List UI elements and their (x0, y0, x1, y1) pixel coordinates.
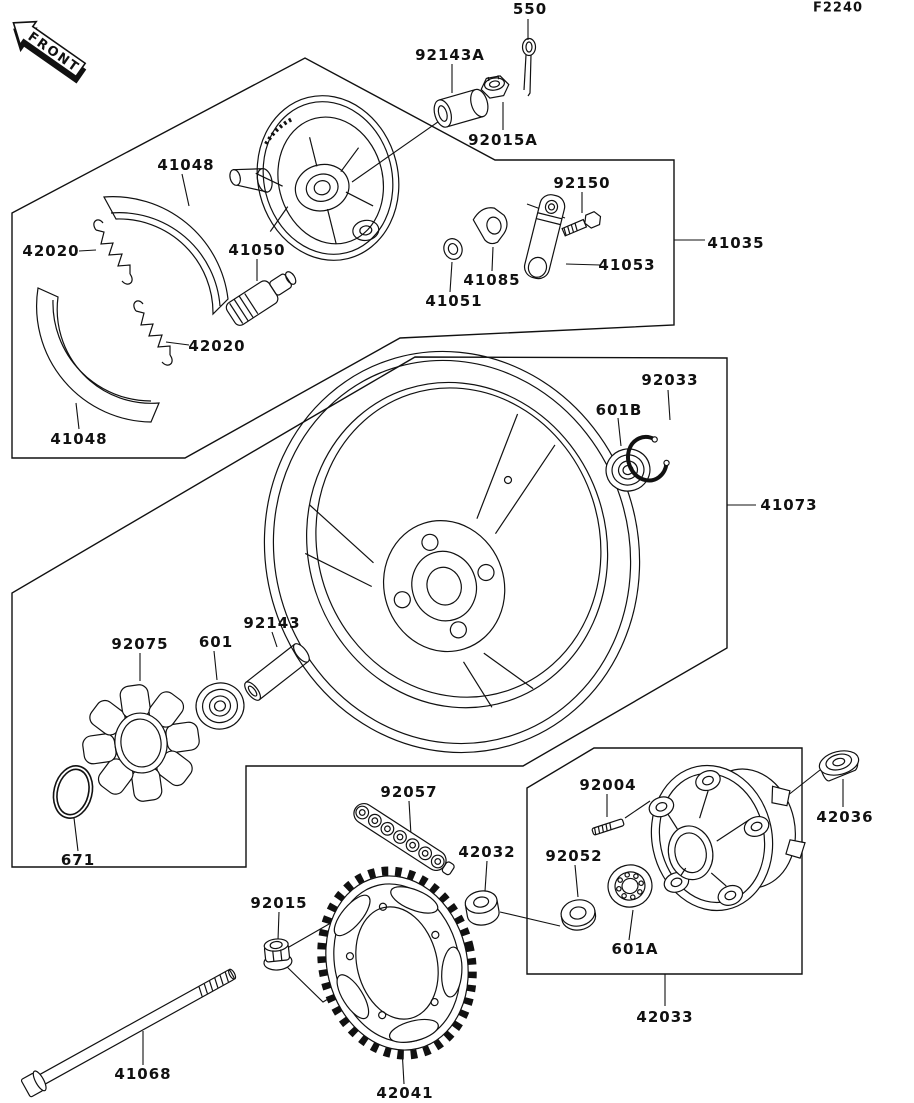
chain-drawing (353, 802, 455, 876)
part-label-41050: 41050 (228, 241, 286, 259)
leader-lines (73, 19, 844, 1085)
hub-drawing (648, 764, 806, 912)
collar-92143-drawing (244, 643, 310, 701)
brake-shoe-top-drawing (103, 196, 229, 316)
part-label-41073: 41073 (760, 496, 818, 514)
part-label-92052: 92052 (545, 847, 603, 865)
bearing-601-drawing (195, 682, 245, 730)
part-label-92143a: 92143A (415, 46, 485, 64)
castle-nut-drawing (480, 75, 510, 99)
part-label-41035: 41035 (707, 234, 765, 252)
axle-nut-drawing (263, 938, 293, 971)
part-label-41048-top: 41048 (157, 156, 215, 174)
part-label-601a: 601A (611, 940, 659, 958)
circlip-drawing (626, 435, 670, 483)
axle-drawing (20, 968, 237, 1098)
part-label-42020-top: 42020 (22, 242, 80, 260)
part-label-41048-bottom: 41048 (50, 430, 108, 448)
diagram-code: F2240 (812, 0, 864, 16)
o-ring-drawing (52, 765, 94, 819)
wheel-group-box (11, 356, 728, 868)
bolt-92150-drawing (561, 211, 602, 237)
part-label-41085: 41085 (463, 271, 521, 289)
part-label-92075: 92075 (111, 635, 169, 653)
bearing-601a-drawing (607, 864, 653, 908)
collar-92143a-drawing (433, 88, 489, 128)
front-arrow: FRONT (12, 20, 87, 84)
bushing-42032-drawing (464, 890, 500, 926)
stud-drawing (591, 818, 625, 836)
cotter-pin-drawing (521, 37, 537, 97)
part-label-92004: 92004 (579, 776, 637, 794)
brake-shoe-bottom-drawing (35, 287, 160, 423)
part-label-550: 550 (512, 0, 548, 18)
spring-top-drawing (93, 219, 133, 285)
seal-drawing (443, 238, 463, 260)
part-label-601b: 601B (595, 401, 643, 419)
part-label-92150: 92150 (553, 174, 611, 192)
part-label-601: 601 (198, 633, 234, 651)
brake-panel-drawing (229, 95, 400, 261)
valve-hole (503, 475, 513, 485)
group-boxes (11, 57, 803, 975)
sprocket-drawing (317, 866, 477, 1060)
part-label-92015: 92015 (250, 894, 308, 912)
part-label-92143: 92143 (243, 614, 301, 632)
spring-bottom-drawing (133, 300, 173, 366)
washer-92052-drawing (560, 899, 597, 931)
part-label-42020-bottom: 42020 (188, 337, 246, 355)
part-label-42032: 42032 (458, 843, 516, 861)
wheel-drawing (263, 350, 641, 754)
part-label-41068: 41068 (114, 1065, 172, 1083)
part-label-42041: 42041 (376, 1084, 434, 1102)
part-label-42036: 42036 (816, 808, 874, 826)
part-label-92057: 92057 (380, 783, 438, 801)
part-label-42033: 42033 (636, 1008, 694, 1026)
part-label-92015a: 92015A (468, 131, 538, 149)
part-label-41051: 41051 (425, 292, 483, 310)
adjuster-drawing (225, 271, 297, 326)
cap-drawing (818, 750, 860, 782)
cam-lever-drawing (472, 207, 508, 245)
brake-arm-drawing (523, 194, 566, 280)
bearing-601b-drawing (605, 448, 651, 492)
hub-group-box (526, 747, 803, 975)
part-label-671: 671 (60, 851, 96, 869)
part-label-92033: 92033 (641, 371, 699, 389)
brake-panel-group-box (11, 57, 675, 459)
damper-drawing (82, 684, 200, 802)
part-label-41053: 41053 (598, 256, 656, 274)
